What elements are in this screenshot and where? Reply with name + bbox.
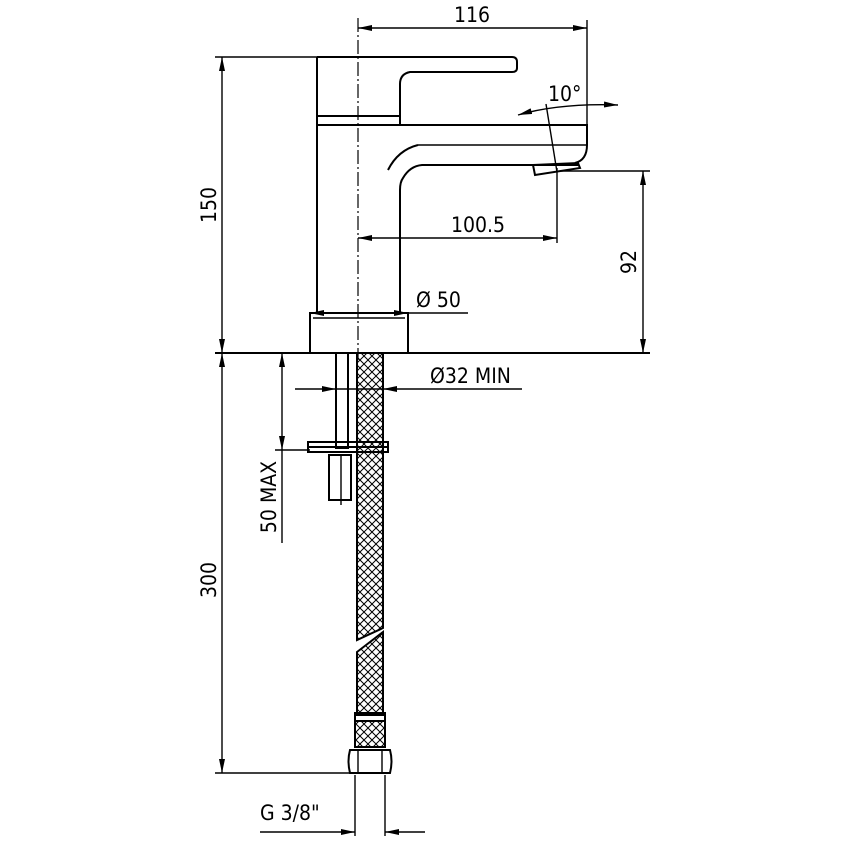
dim-deck-thickness: 50 MAX xyxy=(257,461,281,533)
threaded-rod xyxy=(335,352,349,449)
under-deck-fittings xyxy=(307,352,393,774)
handle-cartridge xyxy=(316,57,401,126)
aerator xyxy=(531,161,582,177)
dim-hose-length: 300 xyxy=(197,562,221,598)
dim-overall-width: 116 xyxy=(454,3,490,27)
dim-base-diameter: Ø 50 xyxy=(416,288,461,312)
hose-ferrule xyxy=(354,720,386,748)
dim-connection: G 3/8" xyxy=(260,801,320,825)
braided-hose-lower xyxy=(356,629,384,716)
dim-body-height: 150 xyxy=(197,187,221,223)
braided-hose-upper xyxy=(356,352,384,642)
hex-nut xyxy=(347,749,393,774)
dim-spout-height: 92 xyxy=(617,250,641,274)
lever-handle xyxy=(317,56,518,116)
dim-spout-reach: 100.5 xyxy=(451,213,505,237)
dim-spout-angle: 10° xyxy=(548,82,581,106)
base-flange xyxy=(309,312,409,354)
nut xyxy=(328,454,352,501)
faucet-body xyxy=(309,56,588,354)
dimension-lines xyxy=(215,20,650,836)
dim-hole-diameter: Ø32 MIN xyxy=(430,364,511,388)
